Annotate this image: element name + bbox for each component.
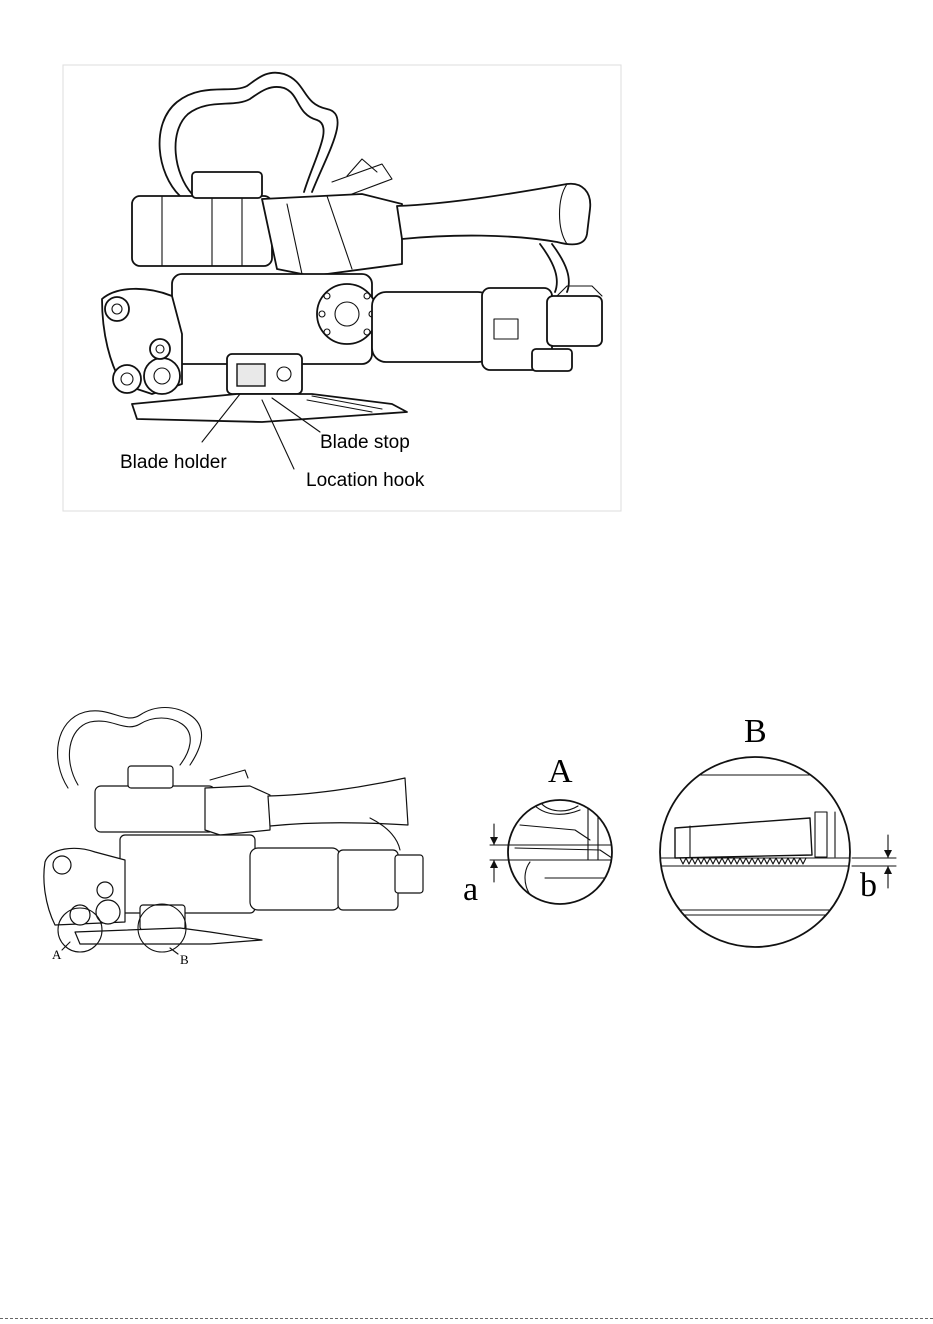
valve-block (262, 194, 402, 276)
detail-a-title: A (548, 753, 573, 790)
top-cap (192, 172, 262, 198)
bottom-detail-illustration: A B A a B (0, 700, 933, 970)
detail-b-title: B (744, 713, 767, 750)
tool-side-view: A B (44, 708, 423, 968)
air-inlet-horn (397, 184, 590, 245)
page-bottom-rule (0, 1318, 933, 1319)
detail-b: B b (650, 713, 896, 947)
blade-holder-label: Blade holder (120, 452, 227, 473)
hose-connector (547, 296, 602, 346)
base-plate (132, 394, 407, 422)
top-tool-illustration: Blade holder Blade stop Location hook (62, 64, 622, 512)
callout-label-b: B (180, 952, 189, 967)
roller-left (113, 365, 141, 393)
roller-main (144, 358, 180, 394)
tool-drawing-top: Blade holder Blade stop Location hook (62, 64, 622, 512)
blade-stop-label: Blade stop (320, 432, 410, 453)
detail-a: A a (463, 753, 620, 908)
air-motor (372, 292, 492, 362)
detail-b-dimension-label: b (860, 867, 877, 904)
tool-drawing-bottom: A B A a B (0, 700, 933, 970)
location-hook-label: Location hook (306, 470, 425, 491)
detail-a-circle (508, 800, 612, 904)
gear-housing (132, 196, 272, 266)
teeth (680, 858, 806, 864)
detail-a-dimension-label: a (463, 871, 478, 908)
callout-label-a: A (52, 947, 62, 962)
